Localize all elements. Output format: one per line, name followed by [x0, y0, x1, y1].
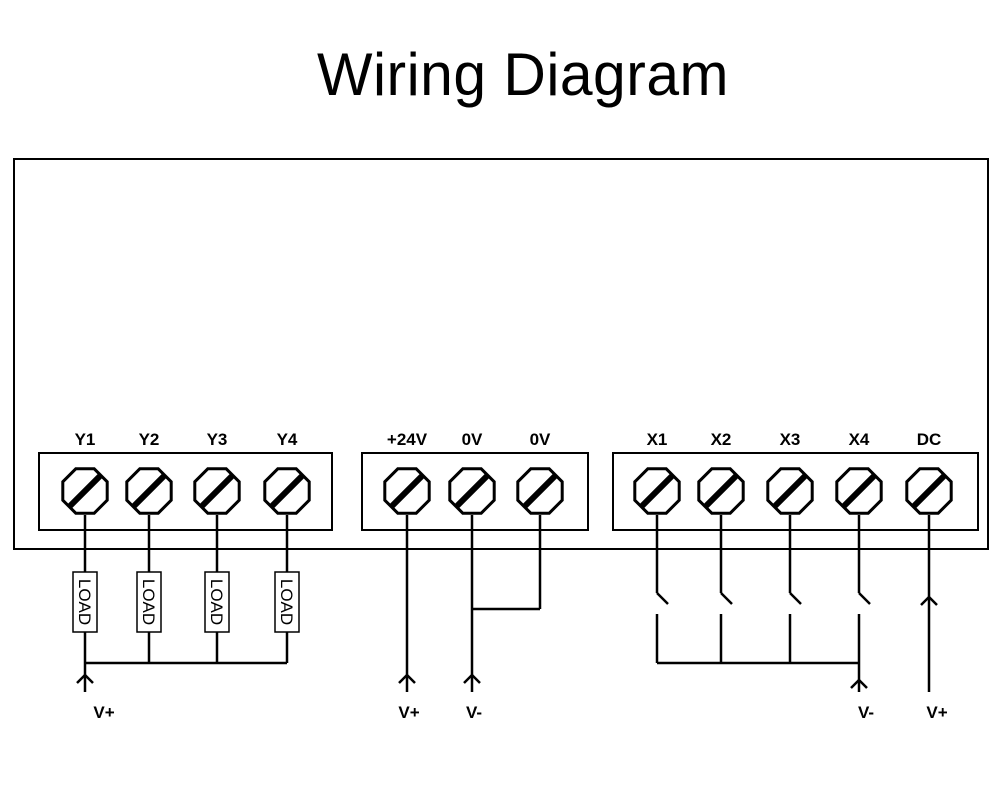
terminal-label: 0V [462, 430, 483, 449]
terminal-0v-screw [516, 467, 564, 515]
load-label: LOAD [139, 579, 158, 625]
load-label: LOAD [277, 579, 296, 625]
power-block [361, 452, 589, 531]
terminal-x4-screw [835, 467, 883, 515]
switch-contact [720, 592, 733, 605]
terminal-0v-screw [448, 467, 496, 515]
power-minus-label: V- [466, 703, 482, 722]
load-label: LOAD [207, 579, 226, 625]
arrow-up-icon [920, 595, 938, 606]
switch-contact [858, 592, 871, 605]
terminal-x1-screw [633, 467, 681, 515]
terminal-label: X4 [849, 430, 870, 449]
diagram-title: Wiring Diagram [316, 41, 729, 108]
arrow-up-icon [398, 673, 416, 684]
switch-contact [656, 592, 669, 605]
screw-slot-icon [639, 473, 675, 509]
input-block [612, 452, 979, 531]
arrow-up-icon [463, 673, 481, 684]
terminal-y2-screw [125, 467, 173, 515]
terminal-label: X3 [780, 430, 801, 449]
terminal-x2-screw [697, 467, 745, 515]
terminal-label: X1 [647, 430, 668, 449]
terminal-label: 0V [530, 430, 551, 449]
screw-slot-icon [703, 473, 739, 509]
input-common-label: V- [858, 703, 874, 722]
terminal-label: Y2 [139, 430, 160, 449]
terminal-dc-screw [905, 467, 953, 515]
load-label: LOAD [75, 579, 94, 625]
dc-supply-label: V+ [926, 703, 947, 722]
arrow-up-icon [76, 673, 94, 684]
terminal-label: Y4 [277, 430, 298, 449]
arrow-up-icon [850, 678, 868, 689]
terminal-y1-screw [61, 467, 109, 515]
terminal-label: +24V [387, 430, 428, 449]
terminal-label: Y3 [207, 430, 228, 449]
switch-contact [789, 592, 802, 605]
screw-slot-icon [454, 473, 490, 509]
terminal-label: Y1 [75, 430, 96, 449]
screw-slot-icon [841, 473, 877, 509]
terminal-y3-screw [193, 467, 241, 515]
screw-slot-icon [389, 473, 425, 509]
terminal-y4-screw [263, 467, 311, 515]
output-common-label: V+ [93, 703, 114, 722]
screw-slot-icon [131, 473, 167, 509]
terminal-label: DC [917, 430, 942, 449]
output-block [38, 452, 333, 531]
load-component [274, 571, 300, 633]
terminal-x3-screw [766, 467, 814, 515]
screw-slot-icon [269, 473, 305, 509]
power-plus-label: V+ [398, 703, 419, 722]
screw-slot-icon [772, 473, 808, 509]
screw-slot-icon [911, 473, 947, 509]
device-enclosure [13, 158, 989, 550]
terminal-24v-screw [383, 467, 431, 515]
screw-slot-icon [199, 473, 235, 509]
screw-slot-icon [522, 473, 558, 509]
terminal-label: X2 [711, 430, 732, 449]
screw-slot-icon [67, 473, 103, 509]
